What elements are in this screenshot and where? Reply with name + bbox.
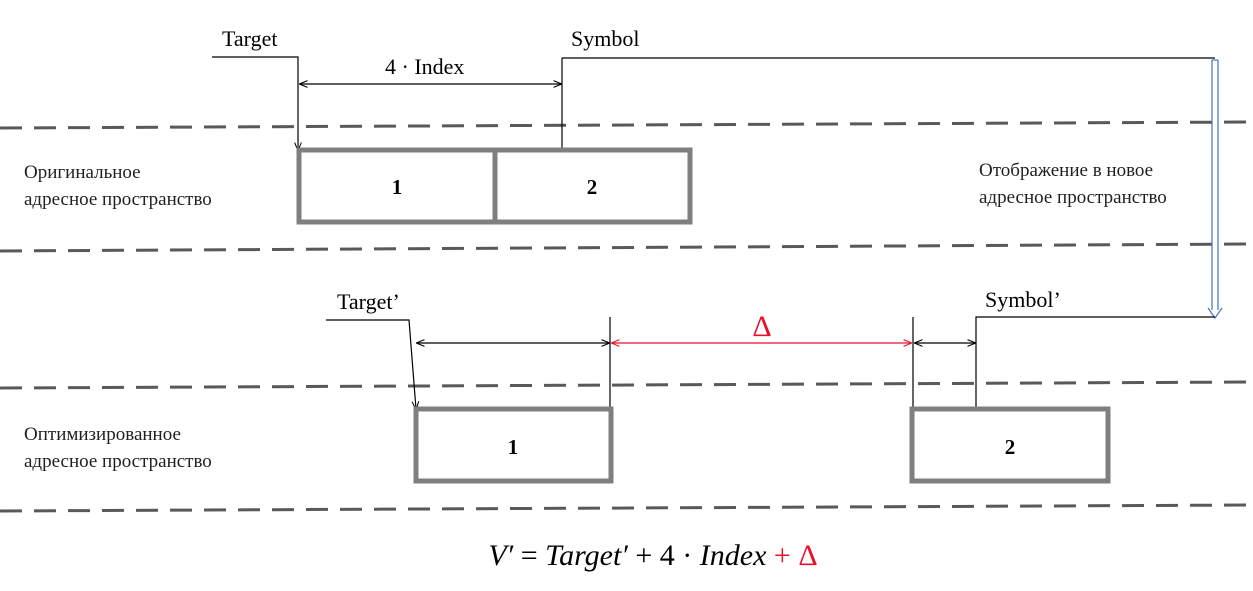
original-block-1-label: 1 [392,175,403,199]
mapping-arrow-icon [1207,59,1223,320]
original-block-1 [296,147,498,225]
separator-lower-mid [0,380,1253,390]
mapping-label-line1: Отображение в новое [979,160,1153,181]
formula-target: Target′ [545,539,628,572]
original-block-2 [492,147,693,225]
address-formula: V′ = Target′ + 4 · Index + Δ [488,539,817,572]
mapping-label-line2: адресное пространство [979,187,1167,208]
target-pointer-line [212,56,298,150]
formula-delta: Δ [798,539,817,572]
optimized-block-1 [413,406,614,484]
formula-four: 4 [660,539,675,572]
original-space-label-line1: Оригинальное [24,162,141,183]
formula-lhs: V′ [488,539,513,572]
target-prime-label: Target’ [337,289,400,314]
optimized-block-2-label: 2 [1005,435,1016,459]
symbol-prime-pointer-line [975,316,1215,408]
original-space-label-line2: адресное пространство [24,189,212,210]
offset-label: 4 · Index [385,54,464,79]
symbol-label: Symbol [571,26,639,51]
optimized-space-label-line2: адресное пространство [24,451,212,472]
separator-top [0,120,1253,130]
formula-plus-1: + [628,539,660,572]
target-label: Target [222,26,277,51]
separator-upper-mid [0,242,1253,253]
optimized-space-label-line1: Оптимизированное [24,424,181,445]
formula-index: Index [699,539,767,572]
formula-equals: = [513,539,545,572]
original-block-2-label: 2 [587,175,598,199]
symbol-prime-label: Symbol’ [985,287,1061,312]
formula-plus-2: + [766,539,798,572]
separator-bottom [0,503,1253,513]
separator-lines [0,120,1253,513]
formula-dot: · [675,539,700,572]
optimized-block-2 [909,406,1111,484]
target-prime-pointer-line [326,319,416,409]
optimized-block-1-label: 1 [508,435,519,459]
delta-label: Δ [752,310,771,343]
